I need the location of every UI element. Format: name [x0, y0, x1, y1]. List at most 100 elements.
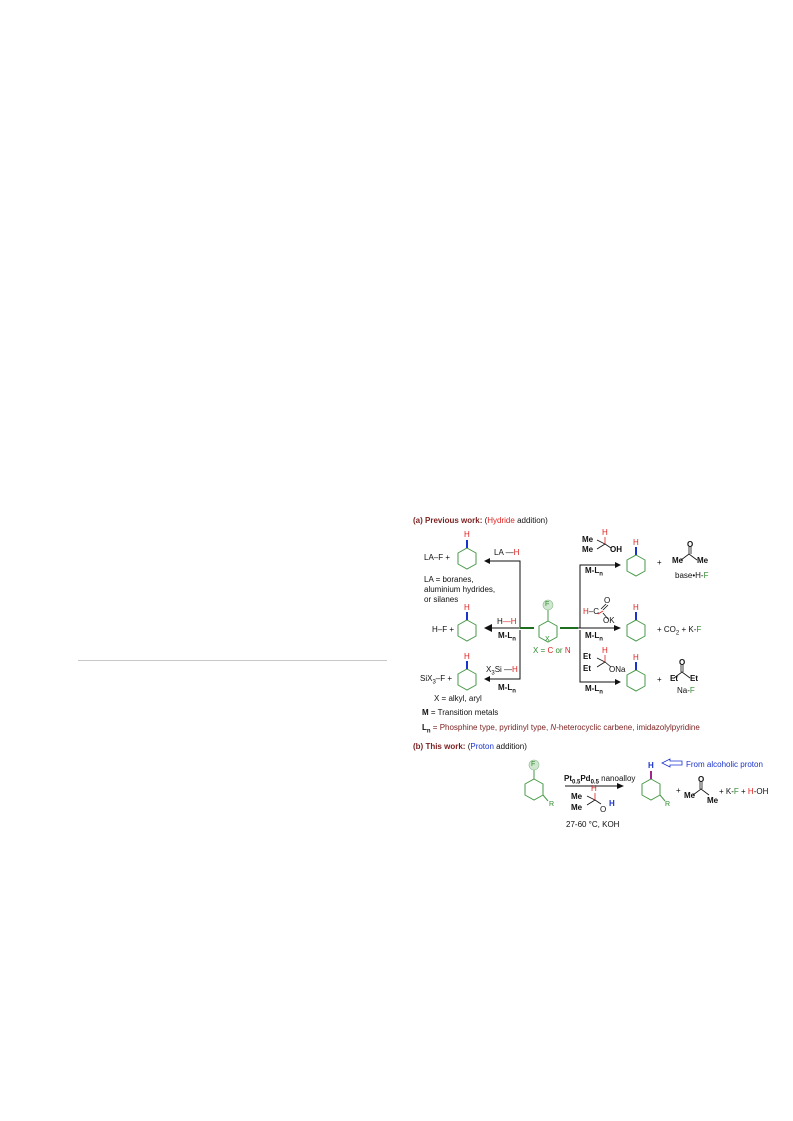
b-ipa-me2: Me [571, 803, 583, 812]
b-ipa-o: O [600, 805, 607, 814]
plus-right-1: + [657, 558, 662, 567]
center-ring-atom: X [545, 636, 550, 643]
si-sub: 3 [491, 670, 495, 677]
benzene-ring-right-3 [626, 662, 646, 692]
arrow-formate-path [578, 625, 621, 631]
la-note-2: aluminium hydrides, [424, 585, 496, 594]
ml-sub-formate: n [599, 636, 603, 643]
b-tail-h: H [747, 787, 754, 796]
b-tail: + K-F + H-OH [719, 787, 768, 797]
si-hydride: H [512, 665, 518, 674]
la-f-product: LA–F + [424, 553, 451, 562]
hf-product: H–F + [432, 625, 455, 634]
legend-l: Ln = Phosphine type, pyridinyl type, N-h… [422, 723, 700, 737]
h-label-hf-product: H [464, 603, 470, 612]
acetone-me2: Me [697, 556, 709, 565]
product-ring-b [641, 771, 666, 802]
h2-left: H [497, 617, 503, 626]
la-h-reagent: LA —H [494, 548, 520, 557]
ml-text-ipa: M-L [585, 566, 600, 575]
center-note-a: X = [533, 646, 546, 655]
base-hf-f: F [703, 571, 709, 580]
h-label-la-product: H [464, 530, 470, 539]
benzene-ring-hf-product [457, 612, 477, 642]
b-from-proton: From alcoholic proton [686, 760, 763, 769]
h-label-si-product: H [464, 652, 470, 661]
legend-m-text: = Transition metals [430, 708, 499, 717]
catalyst-pt: Pt [564, 774, 572, 783]
section-a-highlight: Hydride [487, 516, 515, 525]
section-b-highlight: Proton [470, 742, 494, 751]
ml-sub: n [512, 636, 516, 643]
center-note-c: C [547, 646, 554, 655]
naf-f: F [689, 686, 695, 695]
ml-text: M-L [498, 631, 513, 640]
la-text: LA [494, 548, 504, 557]
proton-source-arrow [661, 758, 683, 768]
alkoxide-skeleton [596, 655, 612, 668]
co2-sub: 2 [675, 630, 680, 637]
center-fluorine: F [545, 601, 550, 608]
b-ipa-h: H [591, 784, 597, 793]
section-b-paren: ( [467, 742, 471, 751]
section-b-suffix: addition) [496, 742, 527, 751]
la-note-3: or silanes [424, 595, 459, 604]
b-product-h: H [648, 761, 654, 770]
isopropanol-skeleton-top [596, 537, 612, 550]
h2-reagent: H—H [497, 617, 517, 626]
naf: Na-F [677, 686, 695, 696]
arrow-alkoxide-path [579, 630, 621, 685]
page-divider [78, 660, 387, 661]
ml-label-ipa: M-Ln [585, 566, 603, 580]
ml-text-alk: M-L [585, 684, 600, 693]
alk-h: H [602, 646, 608, 655]
fluoroarene-ring-center [538, 599, 558, 643]
legend-l-text-2: -heterocyclic carbene, imidazolylpyridin… [556, 723, 700, 732]
b-tail-k: + K- [719, 787, 734, 796]
si-product-sub: 3 [432, 679, 436, 686]
b-tail-plus: + [738, 787, 748, 796]
h-label-right-3: H [633, 653, 639, 662]
legend-l-text-1: = Phosphine type, pyridinyl type, [432, 723, 551, 732]
benzene-ring-right-1 [626, 547, 646, 577]
b-fluorine: F [531, 761, 536, 768]
ml-text-formate: M-L [585, 631, 600, 640]
legend-l-key: L [422, 723, 427, 732]
arrow-la-h-path [484, 558, 521, 627]
silane-reagent: X3Si —H [486, 665, 518, 677]
si-product-text: SiX [420, 674, 433, 683]
section-a-suffix: addition) [517, 516, 548, 525]
benzene-ring-la-product [457, 540, 477, 570]
b-acetone-me2: Me [707, 796, 719, 805]
silane-product: SiX3–F + [420, 674, 452, 688]
catalyst-pd: Pd [580, 774, 591, 783]
formate-c: C [593, 607, 600, 616]
alk-et2: Et [583, 664, 591, 673]
center-note-or: or [555, 646, 563, 655]
si-si: Si [494, 665, 502, 674]
section-b-heading: (b) This work: (Proton addition) [413, 742, 527, 752]
b-ipa-oh-h: H [609, 799, 615, 808]
b-r1: R [549, 801, 555, 808]
catalyst-pd-sub: 0.5 [590, 779, 599, 786]
co2-text: + CO [657, 625, 676, 634]
ketone-skeleton [673, 665, 691, 679]
ipa-h: H [602, 528, 608, 537]
b-tail-oh: -OH [753, 787, 769, 796]
section-a-paren: ( [484, 516, 488, 525]
acetone-skeleton-b [692, 782, 710, 796]
acetone-o: O [687, 540, 694, 549]
ml-label-si: M-Ln [498, 683, 516, 697]
co2-kf: + CO2 + K-F [657, 625, 701, 639]
h2-right: H [510, 617, 517, 626]
ml-label-h2: M-Ln [498, 631, 516, 645]
naf-text: Na- [677, 686, 690, 695]
formate-h-c: H–C [583, 607, 600, 616]
fluoroarene-ring-b [524, 759, 549, 802]
alk-ona: ONa [609, 665, 626, 674]
arrow-alcohol-path [579, 562, 621, 628]
isopropanol-skeleton-b [586, 793, 602, 806]
ipa-oh: OH [610, 545, 622, 554]
benzene-ring-right-2 [626, 612, 646, 642]
